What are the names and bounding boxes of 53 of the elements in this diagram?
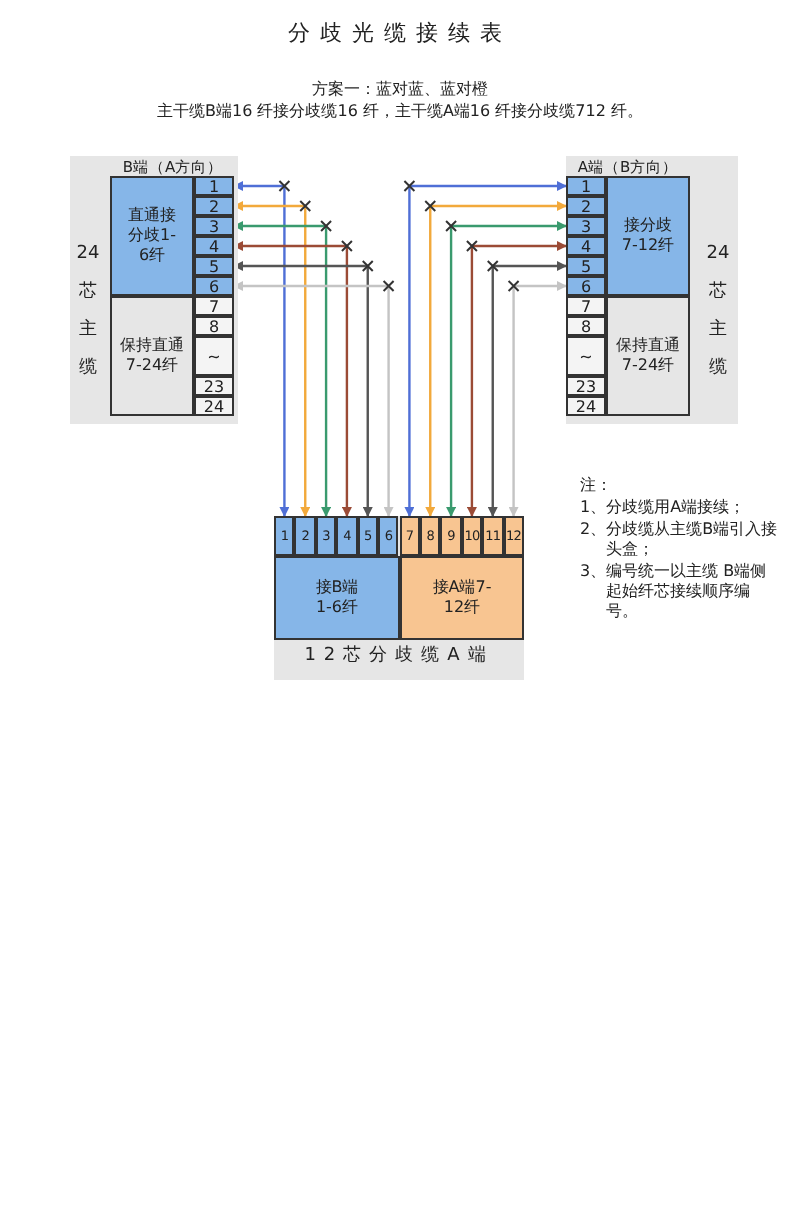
- subtitle-text: 方案一：蓝对蓝、蓝对橙: [310, 80, 490, 100]
- fiber-splice-arrow: [425, 201, 567, 517]
- fiber-number-cell: ~: [566, 336, 606, 376]
- note-text: 1、分歧缆用A端接续；: [580, 498, 748, 518]
- fiber-group-box: [110, 296, 194, 416]
- note-text: 注：: [580, 476, 614, 496]
- cable-panel: [70, 156, 238, 424]
- fiber-number-cell: 3: [566, 216, 606, 236]
- fiber-number-cell: 7: [194, 296, 234, 316]
- fiber-number-cell: 5: [566, 256, 606, 276]
- fiber-splice-arrow: [508, 281, 567, 517]
- fiber-number-cell: 6: [566, 276, 606, 296]
- fiber-group-box: [606, 296, 690, 416]
- fiber-group-box: [606, 176, 690, 296]
- fiber-number-cell: 2: [194, 196, 234, 216]
- fiber-number-cell: 7: [566, 296, 606, 316]
- fiber-number-cell: 1: [194, 176, 234, 196]
- cable-side-label: 24芯主缆: [74, 242, 102, 382]
- fiber-number-cell: 8: [566, 316, 606, 336]
- fiber-number-cell: 3: [194, 216, 234, 236]
- fiber-group-text: 接A端7-12纤: [432, 578, 492, 618]
- fiber-number-cell: 8: [194, 316, 234, 336]
- fiber-splice-arrow: [446, 221, 567, 517]
- fiber-splice-arrow: [404, 181, 567, 517]
- fiber-group-text: 接B端1-6纤: [313, 578, 361, 618]
- fiber-number-cell: 24: [566, 396, 606, 416]
- fiber-number-cell: 24: [194, 396, 234, 416]
- fiber-group-box: [400, 556, 524, 640]
- cable-side-label: 24芯主缆: [704, 242, 732, 382]
- cable-panel: [566, 156, 738, 424]
- fiber-splice-arrow: [466, 241, 567, 517]
- note-text: 2、分歧缆从主缆B端引入接头盒；: [580, 520, 780, 560]
- fiber-group-text: 保持直通7-24纤: [614, 336, 682, 376]
- fiber-number-cell: 23: [566, 376, 606, 396]
- note-text: 3、编号统一以主缆 B端侧起始纤芯接续顺序编号。: [580, 562, 769, 622]
- cable-end-label: 12芯分歧缆A端: [302, 646, 496, 666]
- fiber-number-cell: 4: [566, 236, 606, 256]
- title: 分歧光缆接续表: [286, 20, 514, 48]
- fiber-group-text: 接分歧7-12纤: [620, 216, 676, 256]
- fiber-group-box: [274, 556, 400, 640]
- fiber-number-cell: 4: [194, 236, 234, 256]
- fiber-number-cell: ~: [194, 336, 234, 376]
- fiber-group-box: [110, 176, 194, 296]
- fiber-number-cell: 1: [566, 176, 606, 196]
- fiber-number-cell: 6: [194, 276, 234, 296]
- subtitle-text: 主干缆B端16 纤接分歧缆16 纤，主干缆A端16 纤接分歧缆712 纤。: [155, 102, 645, 122]
- fiber-number-cell: 23: [194, 376, 234, 396]
- cable-panel: [274, 516, 524, 680]
- fiber-splice-arrow: [487, 261, 567, 517]
- fiber-number-cell: 5: [194, 256, 234, 276]
- fiber-number-cell: 2: [566, 196, 606, 216]
- fiber-group-text: 保持直通7-24纤: [118, 336, 186, 376]
- fiber-group-text: 直通接分歧1-6纤: [126, 206, 178, 266]
